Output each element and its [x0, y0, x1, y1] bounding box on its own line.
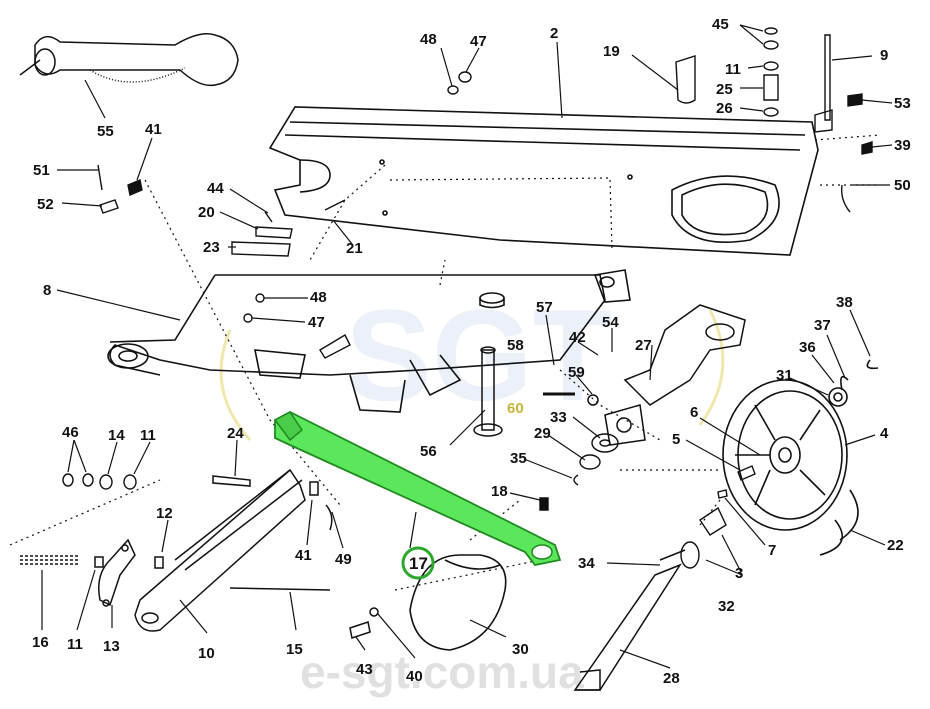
label-32: 32 [718, 598, 735, 615]
label-14: 14 [108, 427, 125, 444]
main-frame [268, 106, 819, 256]
label-41-top: 41 [145, 121, 162, 138]
lower-link-assembly [20, 468, 379, 639]
label-23: 23 [203, 239, 220, 256]
label-50: 50 [894, 177, 911, 194]
label-11-bottom: 11 [67, 636, 83, 653]
label-46: 46 [62, 424, 79, 441]
label-30: 30 [512, 641, 529, 658]
label-44: 44 [207, 180, 224, 197]
label-18: 18 [491, 483, 508, 500]
label-38: 38 [836, 294, 853, 311]
label-52: 52 [37, 196, 54, 213]
watermark-brand: SGT [345, 282, 612, 428]
label-12: 12 [156, 505, 173, 522]
label-3: 3 [735, 565, 743, 582]
label-4: 4 [880, 425, 889, 442]
label-56: 56 [420, 443, 437, 460]
watermark: SGT e-sgt.com.ua [219, 282, 725, 698]
label-60: 60 [507, 400, 524, 417]
label-37: 37 [814, 317, 831, 334]
label-11-top: 11 [725, 61, 741, 78]
part-30-cover [409, 554, 507, 651]
label-57: 57 [536, 299, 553, 316]
label-22: 22 [887, 537, 904, 554]
watermark-site: e-sgt.com.ua [300, 646, 584, 698]
label-24: 24 [227, 425, 244, 442]
label-2: 2 [550, 25, 558, 42]
hardware-top [97, 27, 873, 359]
label-55: 55 [97, 123, 114, 140]
part-4-wheel [722, 359, 879, 556]
label-27: 27 [635, 337, 652, 354]
label-48-top: 48 [420, 31, 437, 48]
bearings [539, 433, 756, 569]
part-27-bracket [543, 304, 746, 446]
label-47-top: 47 [470, 33, 487, 50]
label-13: 13 [103, 638, 120, 655]
lower-frame [107, 269, 631, 413]
label-45: 45 [712, 16, 729, 33]
part-labels: 48 47 2 19 45 11 25 26 9 53 39 50 55 41 … [32, 16, 911, 687]
label-49: 49 [335, 551, 352, 568]
label-35: 35 [510, 450, 527, 467]
part-55-shaft [19, 33, 239, 87]
label-54: 54 [602, 314, 619, 331]
label-53: 53 [894, 95, 911, 112]
leader-lines [41, 24, 893, 669]
label-20: 20 [198, 204, 215, 221]
label-11-mid: 11 [140, 427, 156, 444]
label-29: 29 [534, 425, 551, 442]
part-28-shaft [573, 549, 686, 691]
label-17: 17 [409, 554, 428, 573]
label-26: 26 [716, 100, 733, 117]
label-48-mid: 48 [310, 289, 327, 306]
label-16: 16 [32, 634, 49, 651]
part-56-pin [473, 346, 503, 437]
part-17-link[interactable] [273, 410, 562, 566]
label-19: 19 [603, 43, 620, 60]
label-10: 10 [198, 645, 215, 662]
label-51: 51 [33, 162, 50, 179]
label-33: 33 [550, 409, 567, 426]
label-42: 42 [569, 329, 586, 346]
label-36: 36 [799, 339, 816, 356]
label-40: 40 [406, 668, 423, 685]
label-9: 9 [880, 47, 888, 64]
label-47-mid: 47 [308, 314, 325, 331]
label-31: 31 [776, 367, 793, 384]
label-43: 43 [356, 661, 373, 678]
label-58: 58 [507, 337, 524, 354]
label-59: 59 [568, 364, 585, 381]
label-8: 8 [43, 282, 51, 299]
label-5: 5 [672, 431, 680, 448]
part-17-highlight-ring [401, 546, 435, 580]
washers-left [62, 473, 137, 490]
label-6: 6 [690, 404, 698, 421]
label-34: 34 [578, 555, 595, 572]
label-28: 28 [663, 670, 680, 687]
label-7: 7 [768, 542, 776, 559]
label-21: 21 [346, 240, 363, 257]
label-41-bottom: 41 [295, 547, 312, 564]
label-39: 39 [894, 137, 911, 154]
label-15: 15 [286, 641, 303, 658]
label-25: 25 [716, 81, 733, 98]
watermark-wreath [219, 309, 725, 442]
